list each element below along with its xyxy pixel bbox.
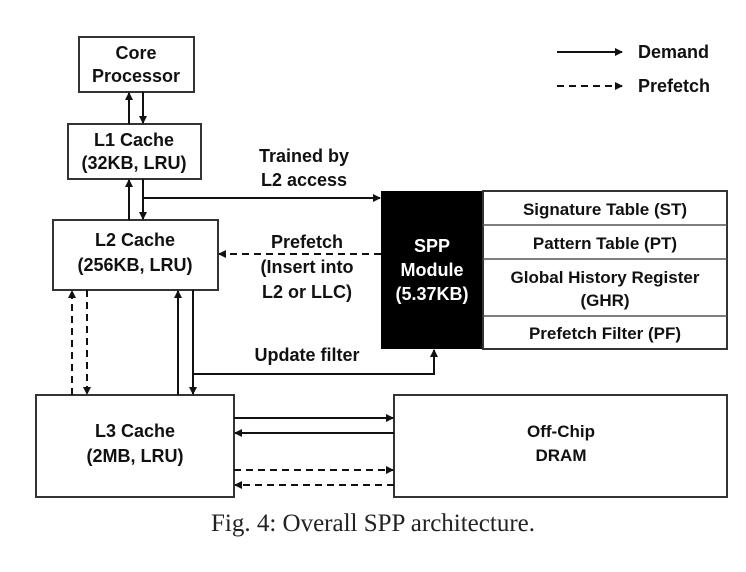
spp-label-line2: Module bbox=[401, 260, 464, 280]
spp-component-ghr-line1: Global History Register bbox=[511, 268, 700, 287]
legend-demand-label: Demand bbox=[638, 42, 709, 62]
figure-caption: Fig. 4: Overall SPP architecture. bbox=[210, 510, 535, 537]
arrow-update-filter bbox=[193, 349, 438, 375]
prefetch-label-line2: (Insert into bbox=[261, 257, 354, 277]
spp-label-line1: SPP bbox=[414, 236, 450, 256]
dram-label-line1: Off-Chip bbox=[527, 422, 595, 441]
l1-cache-box: L1 Cache (32KB, LRU) bbox=[67, 123, 202, 180]
spp-module-box: SPP Module (5.37KB) bbox=[381, 191, 483, 349]
prefetch-label-line3: L2 or LLC) bbox=[262, 282, 352, 302]
l3-cache-box: L3 Cache (2MB, LRU) bbox=[35, 394, 235, 498]
legend-prefetch-label: Prefetch bbox=[638, 76, 710, 96]
l2-label-line2: (256KB, LRU) bbox=[77, 255, 192, 275]
core-label-line2: Processor bbox=[92, 66, 180, 86]
spp-component-prefetch-filter: Prefetch Filter (PF) bbox=[529, 324, 681, 343]
l3-label-line1: L3 Cache bbox=[95, 421, 175, 441]
spp-label-line3: (5.37KB) bbox=[395, 284, 468, 304]
spp-module-fill bbox=[381, 191, 483, 349]
l3-label-line2: (2MB, LRU) bbox=[87, 446, 184, 466]
l1-label-line2: (32KB, LRU) bbox=[81, 153, 186, 173]
core-label-line1: Core bbox=[115, 43, 156, 63]
spp-component-pattern-table: Pattern Table (PT) bbox=[533, 234, 677, 253]
trained-label-line2: L2 access bbox=[261, 170, 347, 190]
core-processor-box: Core Processor bbox=[78, 36, 195, 93]
prefetch-label-line1: Prefetch bbox=[271, 232, 343, 252]
trained-label-line1: Trained by bbox=[259, 146, 349, 166]
l2-cache-box: L2 Cache (256KB, LRU) bbox=[52, 219, 219, 291]
spp-components-table: Signature Table (ST) Pattern Table (PT) … bbox=[482, 190, 728, 350]
legend: Demand Prefetch bbox=[557, 42, 710, 96]
spp-component-ghr-line2: (GHR) bbox=[580, 291, 629, 310]
spp-component-signature-table: Signature Table (ST) bbox=[523, 200, 687, 219]
dram-box: Off-Chip DRAM bbox=[393, 394, 728, 498]
l2-label-line1: L2 Cache bbox=[95, 230, 175, 250]
l1-label-line1: L1 Cache bbox=[94, 130, 174, 150]
dram-label-line2: DRAM bbox=[536, 446, 587, 465]
update-filter-label: Update filter bbox=[254, 345, 359, 365]
spp-architecture-diagram: Demand Prefetch Core Processor L1 Cache … bbox=[35, 36, 728, 498]
